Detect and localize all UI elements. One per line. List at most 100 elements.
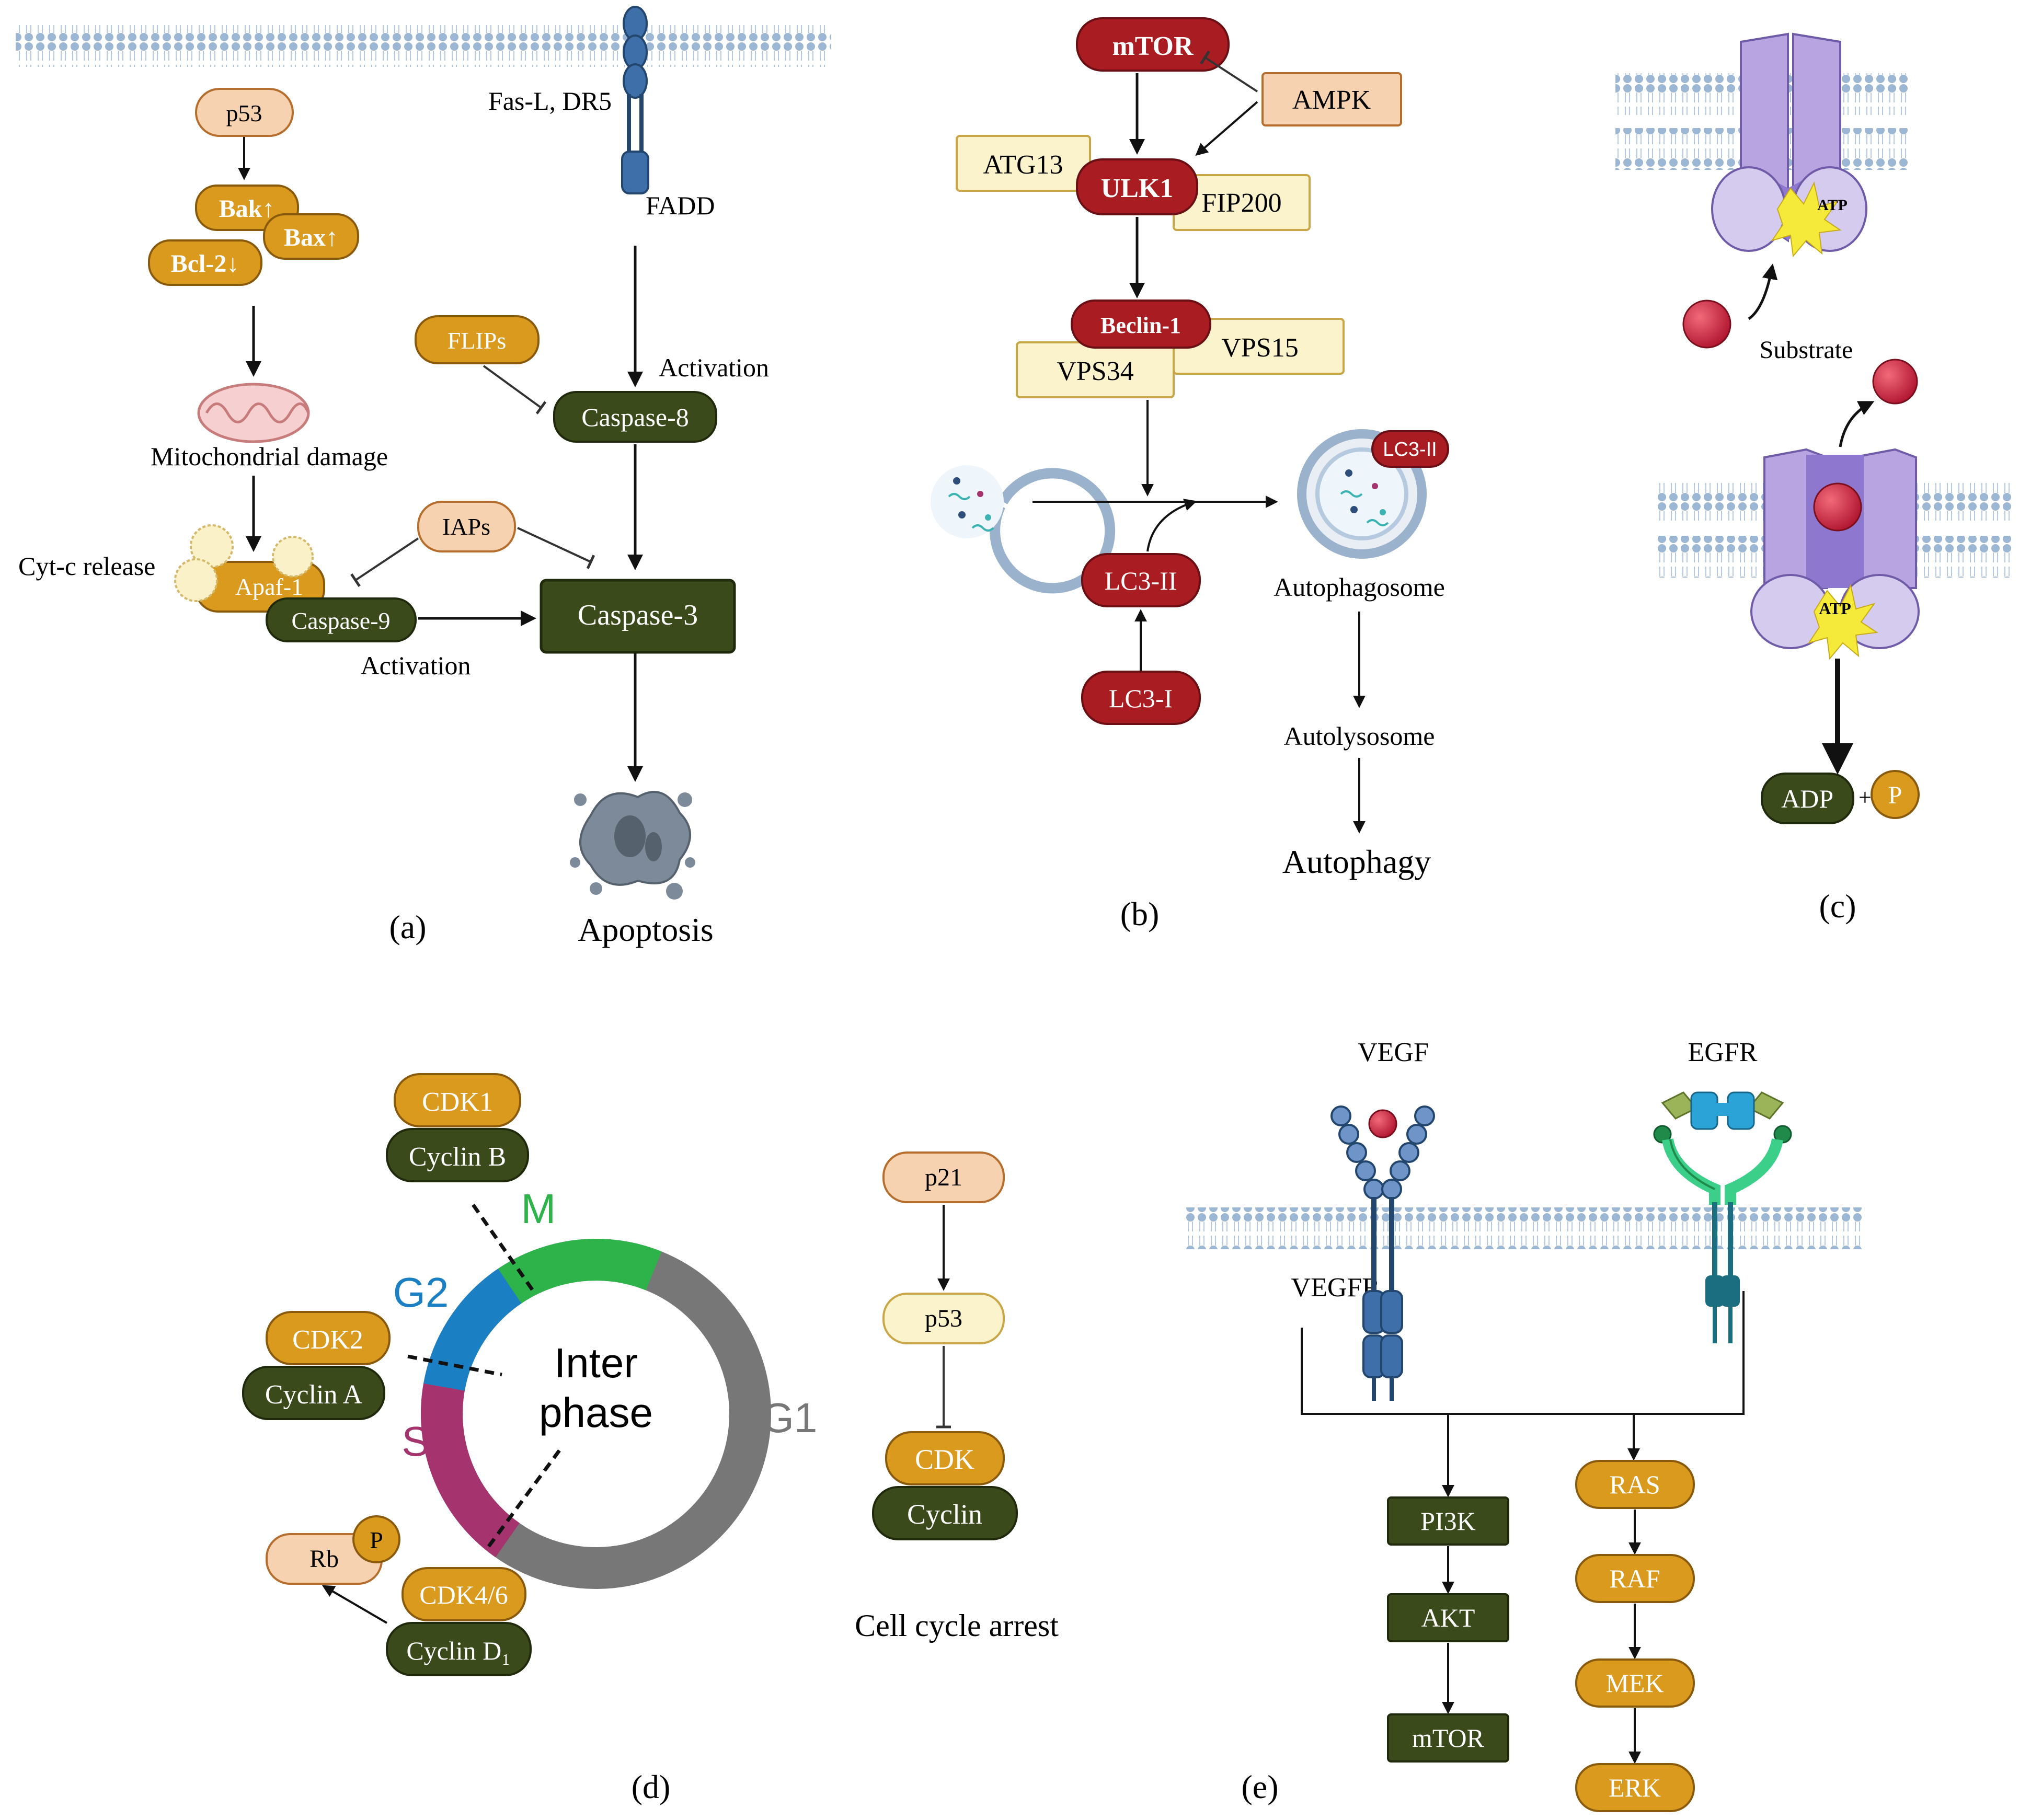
cyclina-node	[242, 1366, 385, 1420]
mtor-label-e: mTOR	[1412, 1723, 1485, 1753]
cytc-release-label: Cyt-c release	[18, 551, 155, 581]
caspase8-label: Caspase-8	[581, 402, 689, 432]
cdk1-label: CDK1	[422, 1087, 493, 1117]
ras-label: RAS	[1609, 1470, 1660, 1499]
p21-node	[882, 1151, 1005, 1203]
mek-node	[1575, 1658, 1695, 1708]
caspase3-label: Caspase-3	[578, 599, 698, 631]
cdk46-node	[401, 1567, 526, 1621]
phosphate-node	[1871, 770, 1920, 819]
p21-label: p21	[925, 1164, 962, 1191]
erk-label: ERK	[1609, 1773, 1661, 1802]
panel-b: mTOR AMPK ATG13 FIP200 ULK1 VPS15 VPS34 …	[931, 17, 1449, 932]
arrow-lc3ii-membrane	[1146, 499, 1197, 552]
vps34-label: VPS34	[1057, 356, 1133, 386]
activation-label-casp8: Activation	[659, 353, 769, 382]
egfr-label: EGFR	[1688, 1038, 1758, 1067]
phase-m-arc	[498, 1239, 662, 1304]
signal-merge-bracket	[1301, 1291, 1745, 1415]
lc3ii-label: LC3-II	[1105, 566, 1177, 595]
cdk46-label: CDK4/6	[419, 1580, 508, 1609]
vps15-label: VPS15	[1221, 333, 1298, 363]
bcl2-label: Bcl-2↓	[171, 250, 239, 278]
abc-transporter-closed-icon	[1750, 448, 1920, 660]
phase-s-label: S	[401, 1418, 429, 1465]
ulk1-node	[1076, 158, 1198, 215]
phase-m-label: M	[521, 1185, 556, 1232]
rb-label: Rb	[309, 1545, 339, 1573]
atp-burst-icon	[1771, 181, 1842, 258]
inhibit-iaps-casp3	[517, 527, 595, 569]
akt-node	[1387, 1593, 1509, 1642]
mito-damage-label: Mitochondrial damage	[151, 442, 388, 471]
cdk-node	[885, 1431, 1005, 1485]
cyclin-label: Cyclin	[907, 1499, 982, 1530]
plus-sign: +	[1859, 785, 1872, 810]
lc3ii-node	[1081, 553, 1201, 607]
egfr-dimer-icon	[1653, 1091, 1792, 1343]
cyclind1-node	[386, 1622, 532, 1676]
phase-g1-label: G1	[762, 1395, 818, 1441]
apaf1-label: Apaf-1	[235, 573, 303, 600]
cell-membrane-e	[1184, 1207, 1864, 1249]
cyclinb-label: Cyclin B	[409, 1142, 506, 1172]
phase-divider	[472, 1203, 535, 1293]
cytc-sphere	[272, 536, 314, 578]
phase-g2-label: G2	[393, 1269, 449, 1316]
atp-burst-icon	[1807, 584, 1878, 660]
vegf-label: VEGF	[1358, 1038, 1429, 1067]
raf-node	[1575, 1554, 1695, 1603]
p53-label-d: p53	[925, 1305, 962, 1332]
cyclinb-node	[386, 1128, 529, 1182]
bcl2-node	[148, 239, 262, 286]
beclin1-node	[1071, 300, 1211, 349]
phase-s-arc	[421, 1383, 520, 1558]
panel-d-label: (d)	[632, 1768, 671, 1805]
adp-label: ADP	[1781, 784, 1833, 813]
fas-receptor-icon	[621, 6, 649, 194]
mtor-node-b	[1076, 17, 1230, 72]
cdk1-node	[394, 1073, 521, 1127]
panel-a-label: (a)	[389, 908, 426, 946]
arrow-ampk-ulk1	[1195, 101, 1258, 156]
atp-label-bottom: ATP	[1819, 599, 1851, 618]
ampk-node	[1261, 72, 1402, 126]
erk-node	[1575, 1763, 1695, 1812]
substrate-ball-out-icon	[1872, 359, 1918, 405]
cell-cycle-ring	[407, 1203, 771, 1589]
arrow-substrate-into	[1748, 263, 1778, 320]
raf-label: RAF	[1609, 1564, 1660, 1593]
panel-a: Fas-L, DR5 FADD p53 Bak↑ Bax↑ Bcl-2↓ Mit…	[16, 6, 831, 948]
activation-label-casp9: Activation	[360, 651, 471, 680]
lc3i-label: LC3-I	[1109, 684, 1173, 713]
ras-node	[1575, 1460, 1695, 1509]
autophagy-label: Autophagy	[1282, 843, 1431, 880]
mek-label: MEK	[1605, 1668, 1664, 1698]
pi3k-node	[1387, 1496, 1509, 1546]
lc3i-node	[1081, 671, 1201, 725]
iaps-node	[417, 501, 516, 552]
phase-g2-arc	[423, 1269, 522, 1391]
p53-node-a	[195, 88, 294, 137]
caspase8-node	[553, 391, 717, 443]
cdk2-node	[266, 1311, 391, 1365]
inhibit-iaps-casp9	[350, 537, 419, 588]
cell-membrane-a	[16, 25, 831, 67]
rb-phosphate-node	[352, 1515, 400, 1563]
pi3k-label: PI3K	[1420, 1506, 1476, 1536]
autolysosome-label: Autolysosome	[1284, 721, 1435, 751]
ulk1-label: ULK1	[1101, 174, 1174, 203]
cytc-sphere	[174, 558, 218, 602]
p53-node-d	[882, 1293, 1005, 1344]
panel-e: VEGF EGFR VEGFR	[1184, 1038, 1864, 1812]
arrow-cdk46-rb	[322, 1585, 388, 1624]
fadd-label: FADD	[646, 191, 715, 220]
phase-divider	[485, 1449, 561, 1551]
panel-e-label: (e)	[1241, 1768, 1278, 1805]
akt-label: AKT	[1421, 1603, 1475, 1632]
p53-label-a: p53	[226, 100, 262, 126]
atg13-label: ATG13	[983, 150, 1063, 180]
cdk-label: CDK	[915, 1444, 974, 1475]
cell-cycle-arrest-label: Cell cycle arrest	[855, 1608, 1059, 1643]
